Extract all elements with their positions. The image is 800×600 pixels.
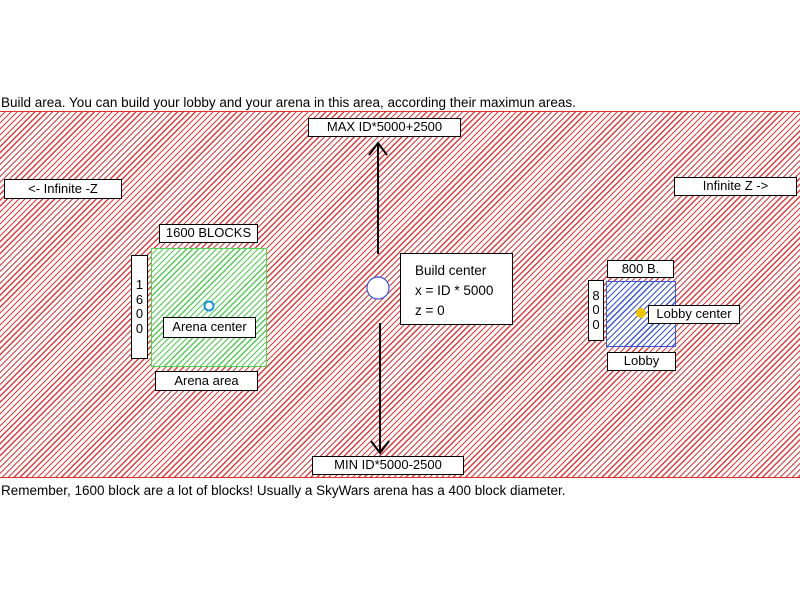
build-center-info: Build center x = ID * 5000 z = 0 [400, 253, 513, 325]
arena-area-region [151, 248, 267, 367]
arena-center-label: Arena center [163, 317, 256, 338]
arena-width-label: 1600 BLOCKS [159, 224, 258, 243]
lobby-height-digit: 0 [592, 316, 600, 332]
arena-height-label: 1 6 0 0 [131, 255, 148, 359]
arena-height-digit: 6 [135, 291, 144, 307]
infinite-pos-z-label: Infinite Z -> [674, 177, 797, 196]
lobby-height-digit: 0 [592, 302, 600, 318]
build-center-title: Build center [415, 263, 487, 278]
top-caption: Build area. You can build your lobby and… [1, 95, 576, 110]
lobby-height-digit: 8 [592, 287, 600, 303]
max-label: MAX ID*5000+2500 [308, 118, 461, 137]
bottom-caption: Remember, 1600 block are a lot of blocks… [1, 483, 566, 498]
min-label: MIN ID*5000-2500 [312, 456, 464, 475]
arena-height-digit: 0 [135, 320, 144, 336]
arena-height-digit: 0 [135, 306, 144, 321]
arena-height-digit: 1 [135, 277, 144, 292]
lobby-height-label: 8 0 0 [588, 280, 604, 341]
build-center-z: z = 0 [415, 303, 445, 318]
infinite-neg-z-label: <- Infinite -Z [4, 179, 122, 199]
arena-area-label: Arena area [155, 371, 258, 391]
lobby-center-label: Lobby center [648, 305, 740, 324]
build-center-x: x = ID * 5000 [415, 283, 494, 298]
lobby-width-label: 800 B. [607, 260, 674, 278]
lobby-label: Lobby [607, 352, 676, 371]
